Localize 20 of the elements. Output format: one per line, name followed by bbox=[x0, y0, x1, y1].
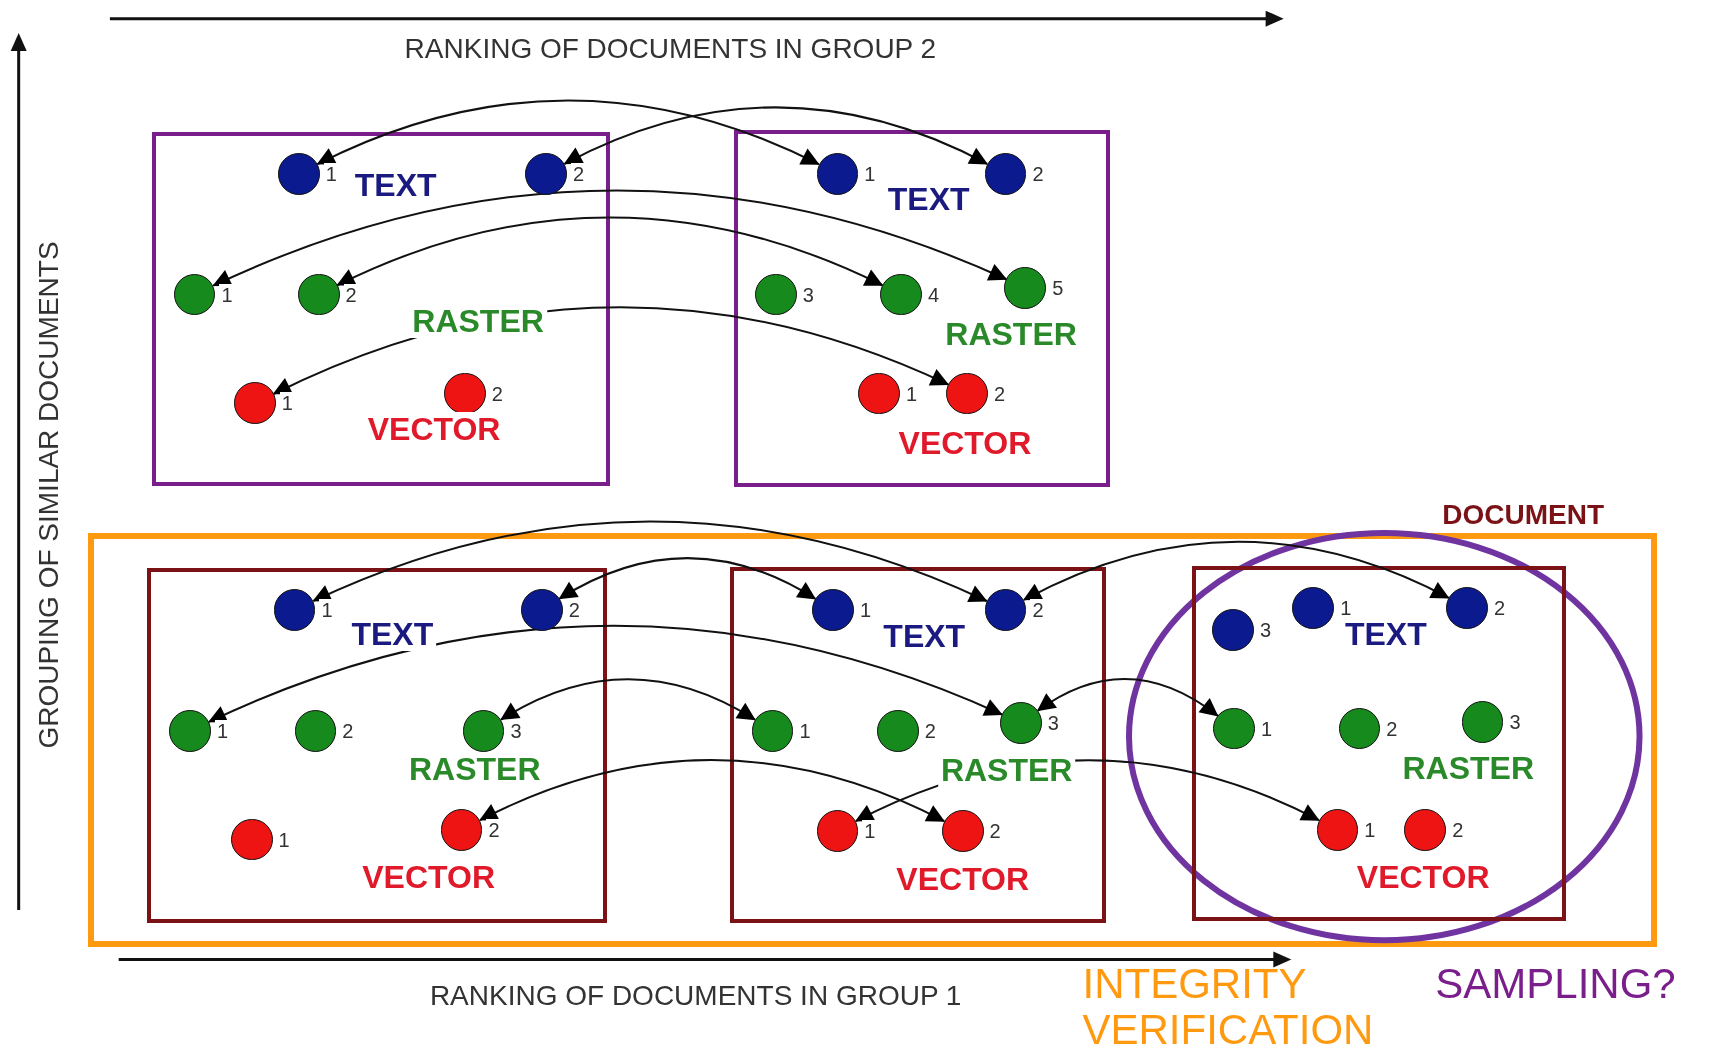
arrow bbox=[272, 306, 950, 395]
arrow bbox=[563, 106, 989, 165]
arrow bbox=[558, 557, 817, 600]
arrow bbox=[212, 189, 1008, 287]
arrow bbox=[312, 520, 988, 603]
arrow bbox=[1022, 540, 1450, 601]
arrow bbox=[1036, 678, 1219, 717]
group-heading: SAMPLING? bbox=[1435, 960, 1677, 1007]
document-box bbox=[729, 567, 1106, 924]
arrow bbox=[854, 759, 1320, 823]
arrow bbox=[500, 678, 756, 721]
document-box bbox=[1192, 565, 1567, 921]
document-box bbox=[151, 131, 610, 486]
group-heading: INTEGRITY VERIFICATION bbox=[1082, 960, 1375, 1053]
arrow bbox=[336, 216, 884, 287]
document-box bbox=[734, 129, 1110, 487]
arrow bbox=[479, 759, 946, 823]
document-box bbox=[147, 568, 607, 924]
arrow bbox=[316, 99, 820, 166]
arrow bbox=[208, 624, 1003, 724]
